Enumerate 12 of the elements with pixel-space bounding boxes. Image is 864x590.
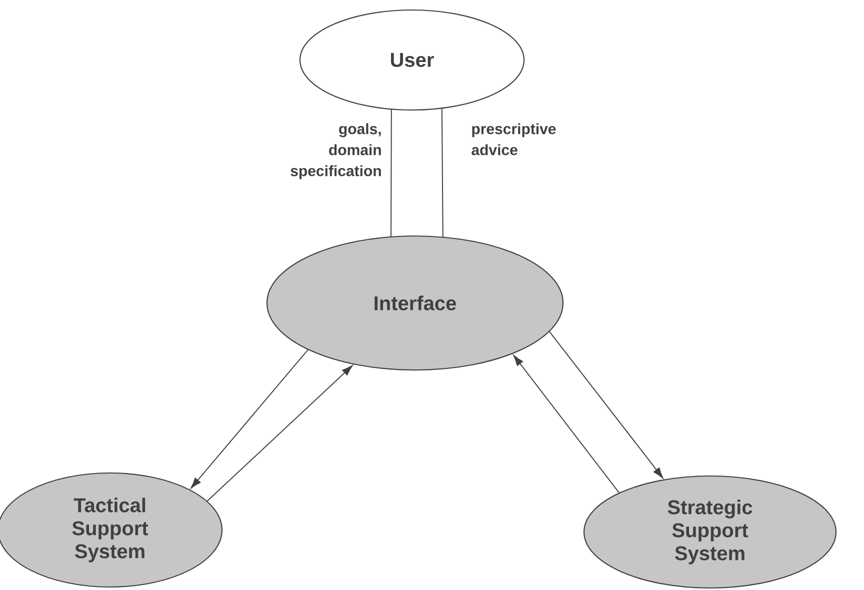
ellipse-node: Strategic Support System: [583, 475, 837, 589]
connector-line: [390, 108, 392, 238]
edge-label: goals, domain specification: [290, 123, 381, 180]
arrow: [513, 354, 620, 494]
edge-label: prescriptive advice: [472, 123, 556, 156]
ellipse-node: User: [299, 9, 525, 111]
connector-line: [441, 108, 444, 238]
ellipse-node: Interface: [266, 235, 564, 371]
arrow: [548, 330, 664, 478]
ellipse-node: Tactical Support System: [0, 472, 223, 588]
arrow: [190, 348, 309, 488]
arrow: [206, 365, 353, 502]
